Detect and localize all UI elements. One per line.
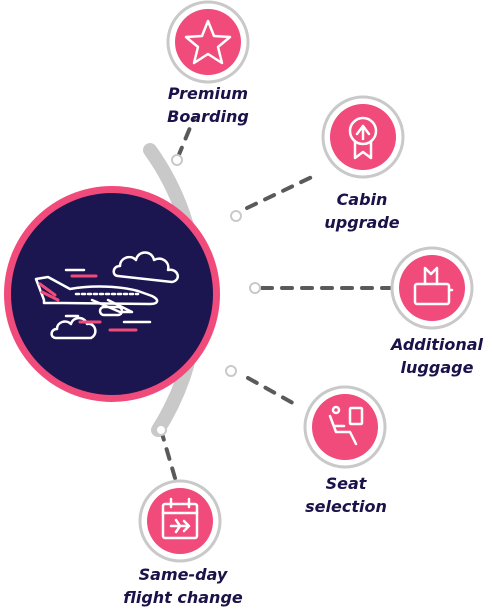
label-line: selection <box>305 497 387 516</box>
node-seat-selection <box>303 385 387 469</box>
seat-icon <box>328 405 364 446</box>
airplane-clouds-icon <box>34 251 180 340</box>
luggage-icon <box>413 266 454 306</box>
label-seat-selection: Seat selection <box>286 472 406 518</box>
connector-lines <box>159 116 392 480</box>
label-cabin-upgrade: Cabin upgrade <box>302 188 422 234</box>
node-additional-luggage <box>390 246 474 330</box>
label-line: Seat <box>325 474 367 493</box>
connector-sameday <box>159 428 177 480</box>
label-line: flight change <box>123 588 243 607</box>
label-line: luggage <box>400 358 474 377</box>
airplane-accents <box>38 274 138 332</box>
node-premium-boarding <box>166 0 250 84</box>
node-same-day-flight-change <box>138 479 222 563</box>
star-icon <box>184 19 232 65</box>
label-line: Cabin <box>336 190 388 209</box>
speed-lines <box>64 268 152 324</box>
label-additional-luggage: Additional luggage <box>377 333 493 379</box>
connector-premium <box>176 116 196 159</box>
label-line: Additional <box>390 335 484 354</box>
calendar-plane-icon <box>161 497 199 540</box>
label-line: Premium <box>167 84 249 103</box>
ribbon-badge-icon <box>348 116 378 160</box>
label-same-day-flight-change: Same-day flight change <box>108 563 258 609</box>
connector-seat <box>246 376 302 409</box>
node-cabin-upgrade <box>321 95 405 179</box>
label-line: Boarding <box>167 107 249 126</box>
label-line: Same-day <box>138 565 228 584</box>
junction-dots <box>155 154 261 436</box>
connector-cabin <box>245 173 318 210</box>
label-line: upgrade <box>324 213 400 232</box>
label-premium-boarding: Premium Boarding <box>148 82 268 128</box>
